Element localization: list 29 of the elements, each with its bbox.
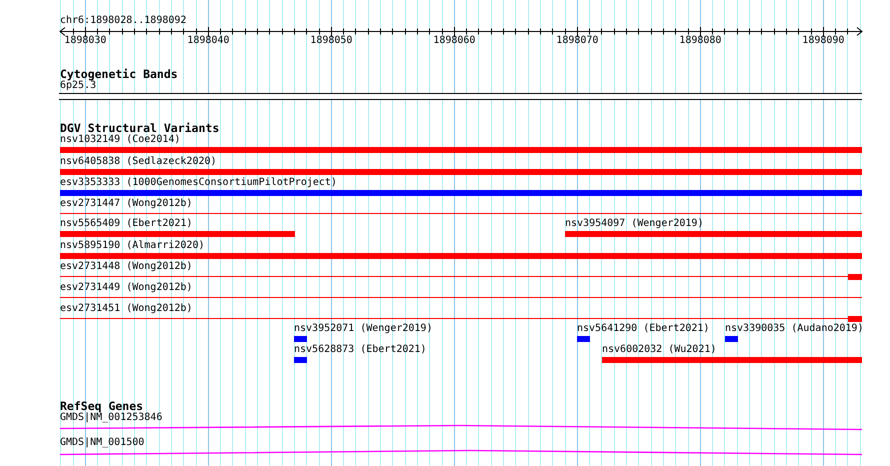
variant-label: esv2731447 (Wong2012b) (60, 198, 192, 210)
variant-label: nsv1032149 (Coe2014) (60, 134, 180, 146)
variant-label: nsv3390035 (Audano2019) (725, 323, 864, 335)
variant-label: esv2731451 (Wong2012b) (60, 302, 192, 314)
track-title: RefSeq Genes (60, 400, 144, 412)
tick-label: 1898070 (556, 34, 598, 46)
variant-label: nsv3954097 (Wenger2019) (565, 218, 704, 230)
track-title: Cytogenetic Bands (60, 68, 178, 80)
band-label: 6p25.3 (60, 80, 96, 92)
variant-label: nsv6405838 (Sedlazeck2020) (60, 156, 217, 168)
track-title: DGV Structural Variants (60, 122, 220, 134)
location-label: chr6:1898028..1898092 (60, 14, 186, 26)
variant-label: nsv5895190 (Almarri2020) (60, 240, 204, 252)
tick-label: 1898030 (64, 34, 106, 46)
variant-label: nsv5565409 (Ebert2021) (60, 218, 192, 230)
variant-label: nsv5628873 (Ebert2021) (294, 344, 426, 356)
tick-label: 1898050 (310, 34, 352, 46)
gene-label: GMDS|NM_001500 (60, 437, 144, 449)
variant-label: esv2731449 (Wong2012b) (60, 282, 192, 294)
variant-label: nsv3952071 (Wenger2019) (294, 323, 432, 335)
tick-label: 1898040 (187, 34, 230, 46)
variant-label: esv3353333 (1000GenomesConsortiumPilotProject) (60, 176, 337, 188)
variant-label: nsv6002032 (Wu2021) (602, 344, 716, 356)
variant-label: nsv5641290 (Ebert2021) (577, 323, 710, 335)
tick-label: 1898060 (433, 34, 476, 46)
tick-label: 1898080 (679, 34, 722, 46)
tick-label: 1898090 (802, 34, 844, 46)
variant-label: esv2731448 (Wong2012b) (60, 260, 192, 272)
gene-label: GMDS|NM_001253846 (60, 412, 162, 424)
